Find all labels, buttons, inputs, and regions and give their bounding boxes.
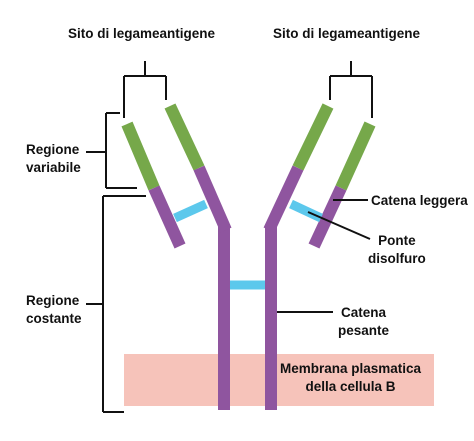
constant-region-label: Regione costante xyxy=(26,293,82,326)
heavy-chain-left-arm-variable xyxy=(164,103,205,171)
light-chain-label: Catena leggera xyxy=(371,193,468,208)
binding-site-label-left: Sito di legameantigene xyxy=(68,26,216,41)
light-chain-left-variable xyxy=(121,121,160,191)
light-chain-left-constant xyxy=(148,185,186,249)
disulfide-bridge-label: Ponte disolfuro xyxy=(368,233,426,266)
binding-site-bracket-left xyxy=(123,61,167,118)
heavy-chain-right-arm-variable xyxy=(292,103,334,171)
light-chain-right-constant xyxy=(308,185,347,249)
variable-region-bracket xyxy=(86,112,137,189)
disulfide-bridge-left xyxy=(173,199,208,223)
heavy-chain-left-arm-constant xyxy=(193,165,232,233)
heavy-chain-label: Catena pesante xyxy=(338,305,390,338)
binding-site-label-right: Sito di legameantigene xyxy=(273,26,421,41)
light-chain-right-variable xyxy=(335,121,376,191)
variable-region-label: Regione variabile xyxy=(26,142,81,175)
disulfide-pointer xyxy=(307,211,371,240)
membrane-label: Membrana plasmatica della cellula B xyxy=(280,361,422,394)
constant-region-bracket xyxy=(86,195,146,413)
heavy-chain-right-arm-constant xyxy=(263,165,304,233)
binding-site-bracket-right xyxy=(329,61,373,118)
plasma-membrane xyxy=(124,354,434,406)
